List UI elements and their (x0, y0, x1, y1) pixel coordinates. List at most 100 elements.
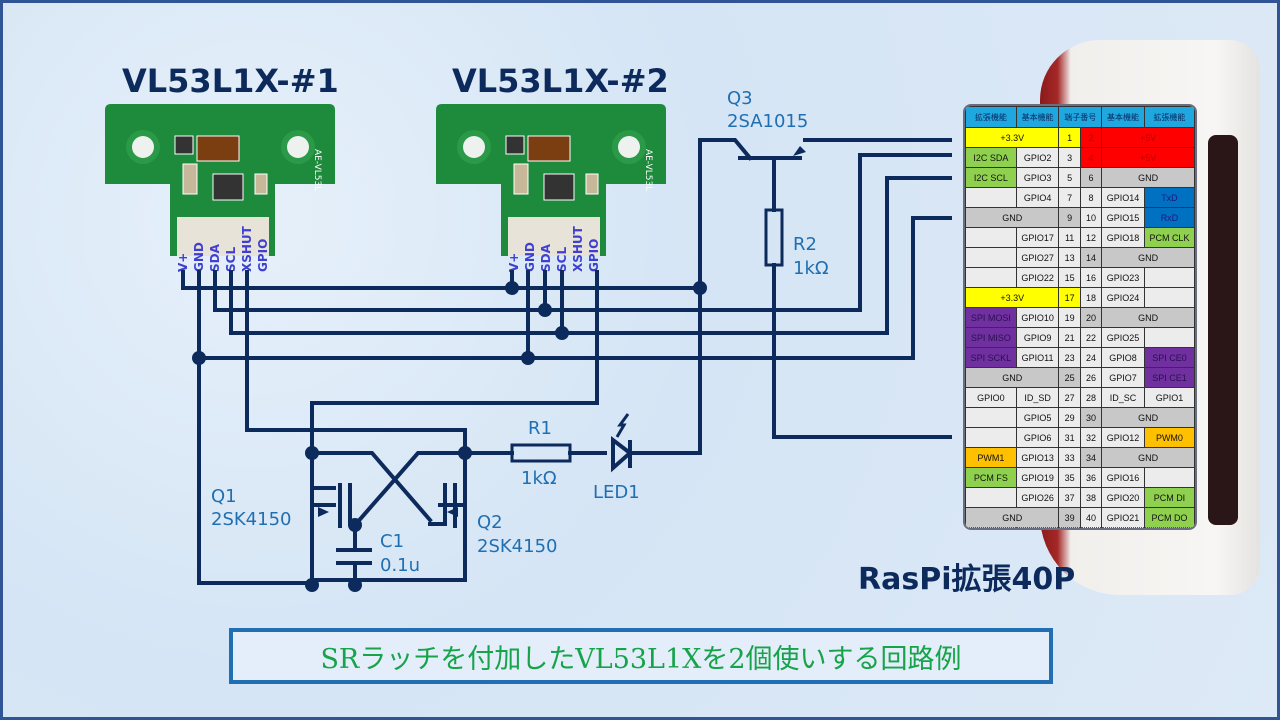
pin-cell: 5 (1058, 167, 1081, 188)
pin-table-header: 拡張機能 (1143, 106, 1195, 128)
pin-cell: 8 (1079, 187, 1103, 208)
pin-cell: GPIO23 (1101, 267, 1145, 288)
pin-cell: 9 (1058, 207, 1081, 228)
pin-cell: 17 (1058, 287, 1081, 308)
r1-body (510, 443, 572, 463)
pin-cell: 30 (1079, 407, 1103, 428)
led1-ref: LED1 (593, 482, 640, 503)
pin-cell: ID_SD (1015, 387, 1060, 408)
pin-cell: 21 (1058, 327, 1081, 348)
pin-cell: GPIO12 (1101, 427, 1145, 448)
junction-dots (192, 281, 707, 592)
pin-cell (965, 487, 1017, 508)
pin-cell: I2C SDA (965, 147, 1017, 168)
pin-cell (965, 187, 1017, 208)
c1-value: 0.1u (380, 555, 421, 576)
pin-cell: GND (1101, 167, 1195, 188)
wire-scl-bus (229, 176, 952, 335)
pin-cell: +5V (1101, 147, 1195, 168)
pin-cell: 26 (1079, 367, 1103, 388)
q3-ref: Q3 (727, 88, 753, 109)
pin-cell: GPIO6 (1015, 427, 1060, 448)
pin-cell: 23 (1058, 347, 1081, 368)
pin-cell: 15 (1058, 267, 1081, 288)
pin-cell (965, 267, 1017, 288)
pin-cell: 10 (1079, 207, 1103, 228)
pin-cell: 4 (1079, 147, 1103, 168)
pin-table-header: 基本機能 (1015, 106, 1060, 128)
pin-cell: GND (1101, 407, 1195, 428)
pin-table-header: 拡張機能 (965, 106, 1017, 128)
pin-cell: 29 (1058, 407, 1081, 428)
pin-cell: 6 (1079, 167, 1103, 188)
pin-cell (965, 247, 1017, 268)
pin-cell: GPIO3 (1015, 167, 1060, 188)
pin-cell: GPIO21 (1101, 507, 1145, 528)
pin-cell: GPIO1 (1143, 387, 1195, 408)
pin-cell: 22 (1079, 327, 1103, 348)
module-1-title: VL53L1X-#1 (122, 62, 339, 100)
pin-cell: GPIO27 (1015, 247, 1060, 268)
pin-cell: GPIO2 (1015, 147, 1060, 168)
wire-latch-cross (310, 451, 467, 528)
pin-cell: ID_SC (1101, 387, 1145, 408)
pin-cell: GPIO16 (1101, 467, 1145, 488)
pin-cell: GPIO19 (1015, 467, 1060, 488)
raspi-label: RasPi拡張40P (858, 562, 1076, 597)
pin-cell: 3 (1058, 147, 1081, 168)
pin-cell (1143, 287, 1195, 308)
pin-table-header: 端子番号 (1058, 106, 1103, 128)
module-1-board: AE-VL53L (105, 104, 335, 256)
pin-cell: PWM0 (1143, 427, 1195, 448)
pin-cell: GPIO25 (1101, 327, 1145, 348)
caption-box: SRラッチを付加したVL53L1Xを2個使いする回路例 (229, 628, 1053, 684)
caption-text: SRラッチを付加したVL53L1Xを2個使いする回路例 (320, 643, 962, 675)
pin-cell: 33 (1058, 447, 1081, 468)
led-emission-icon (615, 413, 630, 438)
module-2-title: VL53L1X-#2 (452, 62, 669, 100)
pin-cell: 1 (1058, 127, 1081, 148)
pin-cell: 32 (1079, 427, 1103, 448)
pin-cell: 18 (1079, 287, 1103, 308)
gpio-header-slot (1208, 135, 1238, 525)
pin-cell: GPIO26 (1015, 487, 1060, 508)
pin-cell: GPIO5 (1015, 407, 1060, 428)
pin-cell: 39 (1058, 507, 1081, 528)
r2-ref: R2 (793, 234, 817, 255)
r2-value: 1kΩ (793, 258, 829, 279)
pin-cell (965, 407, 1017, 428)
q1-part: 2SK4150 (211, 509, 292, 530)
pin-cell: 2 (1079, 127, 1103, 148)
pin-cell: GND (1101, 307, 1195, 328)
pin-cell: GND (965, 507, 1060, 528)
pin-cell: 19 (1058, 307, 1081, 328)
r2-body (764, 208, 784, 267)
pin-cell: +3.3V (965, 287, 1060, 308)
q2-part: 2SK4150 (477, 536, 558, 557)
pin-cell: GPIO7 (1101, 367, 1145, 388)
pin-cell (1143, 267, 1195, 288)
pin-cell: GPIO22 (1015, 267, 1060, 288)
pin-cell: SPI MOSI (965, 307, 1017, 328)
pin-cell: SPI SCKL (965, 347, 1017, 368)
pin-cell: 16 (1079, 267, 1103, 288)
pin-cell: GND (965, 207, 1060, 228)
q1-arrow-icon (318, 507, 329, 517)
pin-cell: 34 (1079, 447, 1103, 468)
board-text: AE-VL53L (643, 149, 653, 191)
pin-cell: 7 (1058, 187, 1081, 208)
pin-cell: GND (1101, 447, 1195, 468)
pin-cell: 28 (1079, 387, 1103, 408)
wire-vplus-bus (181, 270, 702, 290)
